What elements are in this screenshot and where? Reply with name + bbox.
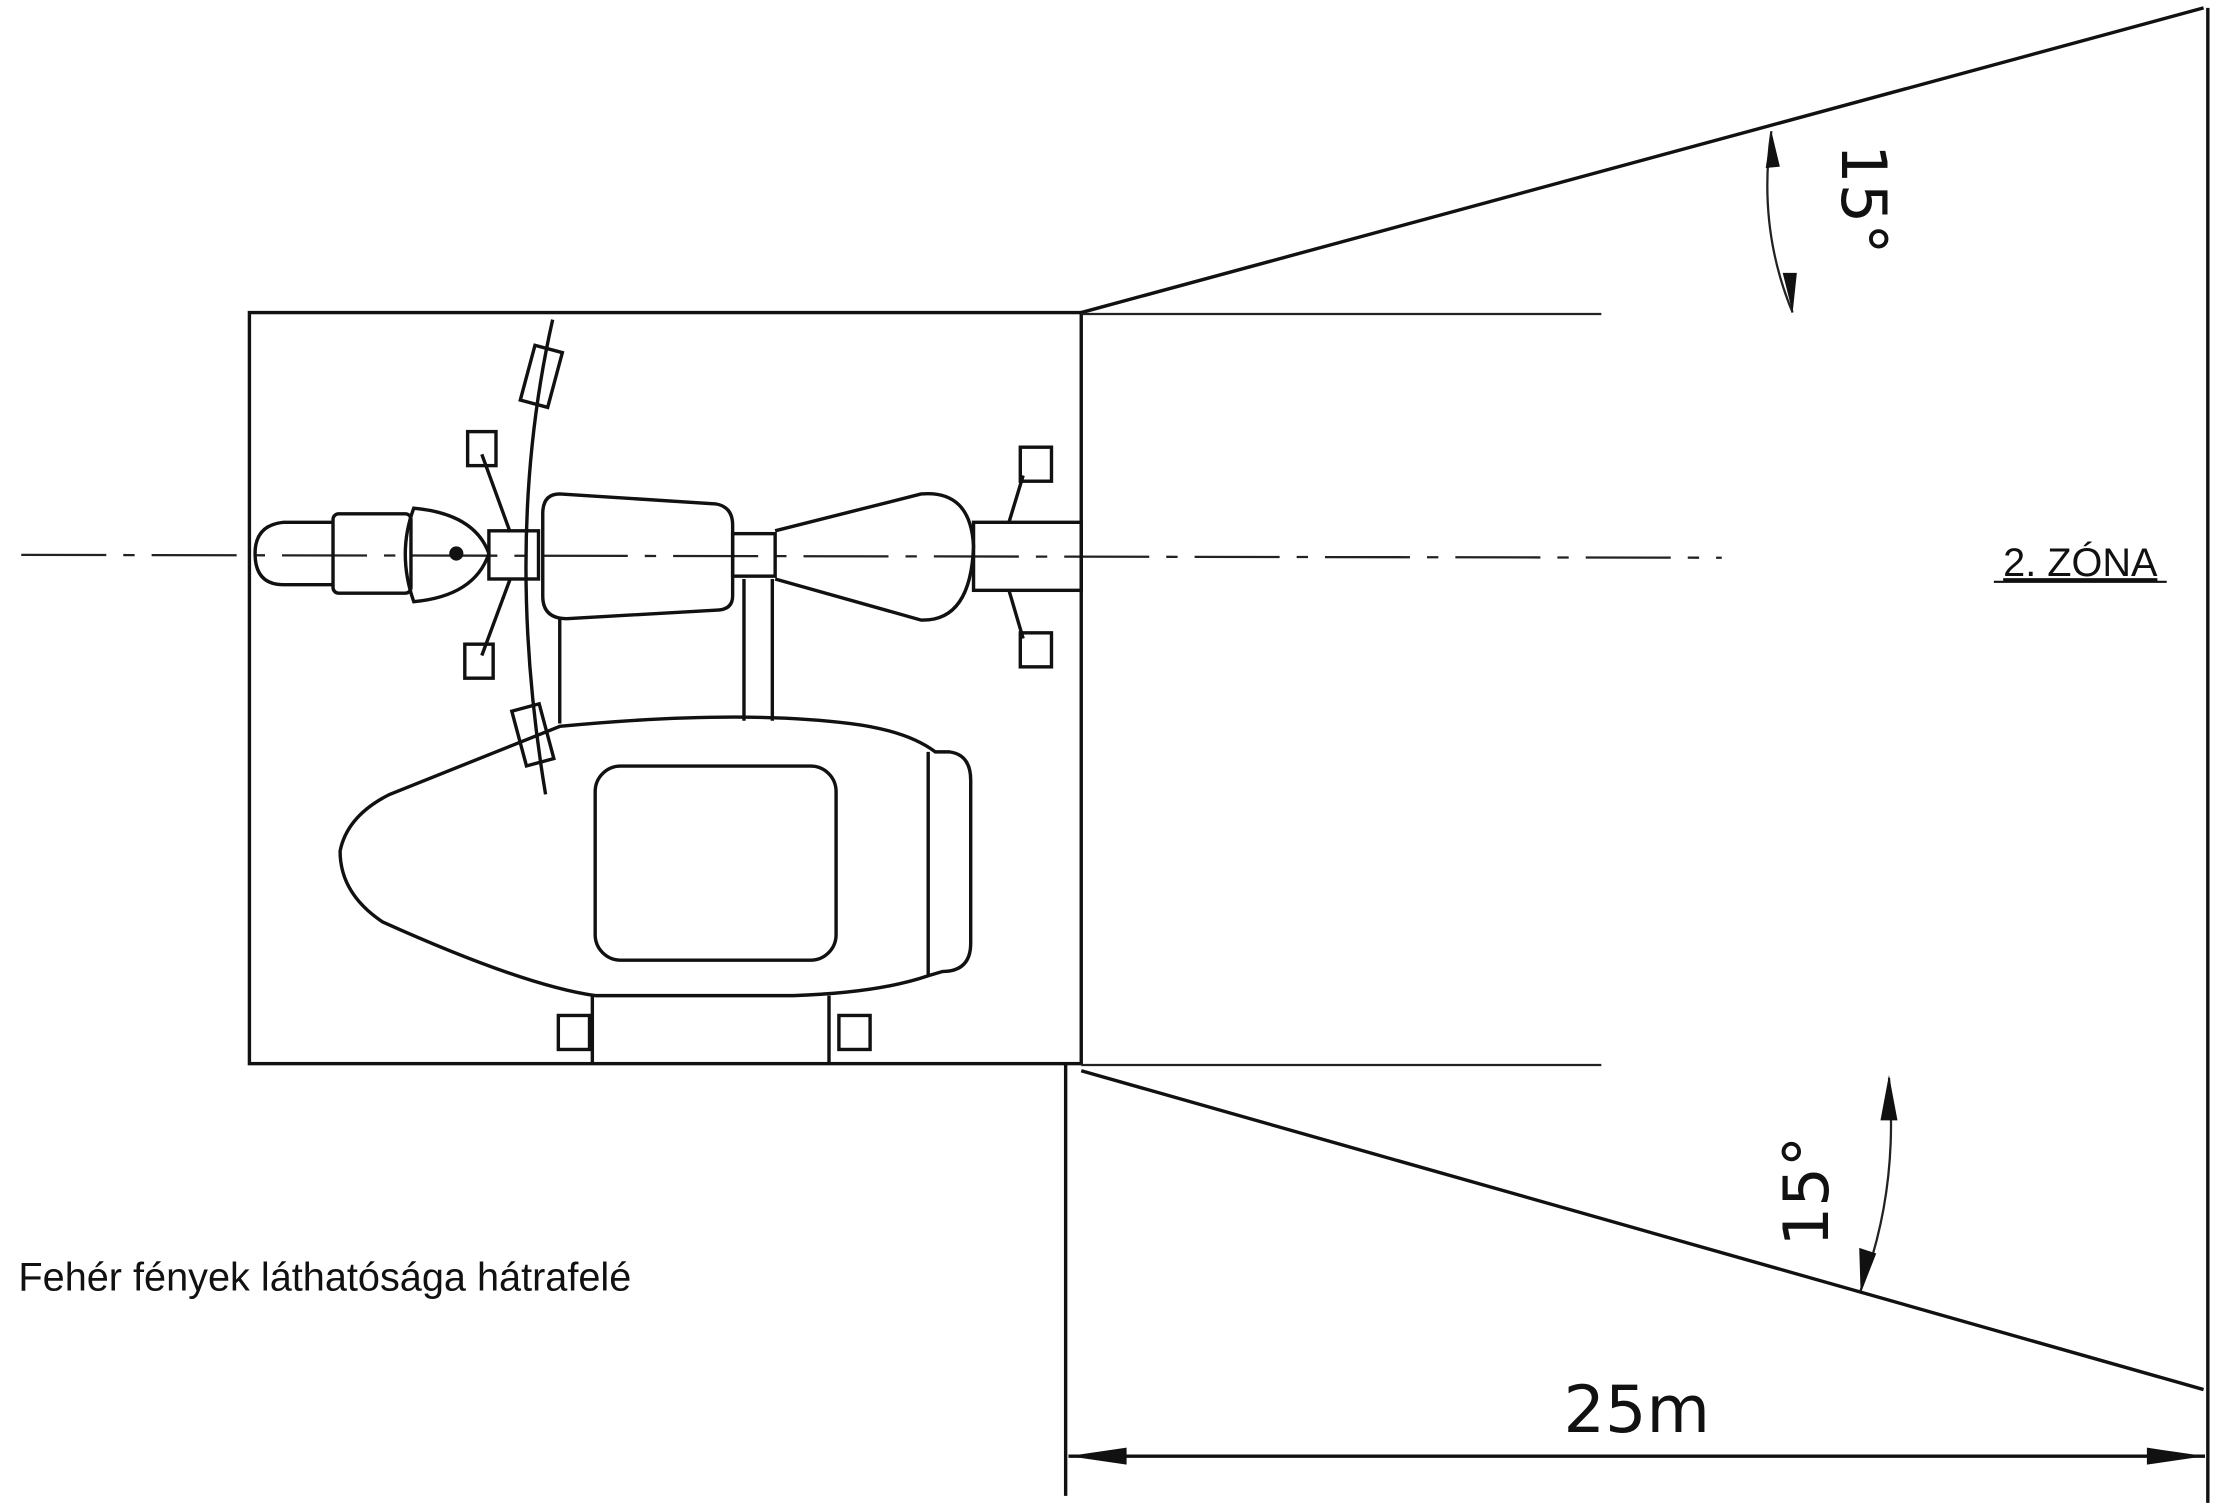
motorcycle-drawing (253, 319, 1083, 795)
zone-label: 2. ZÓNA (2003, 541, 2158, 585)
zone-bottom-boundary (1080, 1069, 2205, 1392)
arrow-up-icon (1880, 1074, 1898, 1121)
angle-label-top: 15° (1827, 144, 1900, 255)
distance-label: 25m (1564, 1372, 1710, 1448)
arrow-up-icon (1765, 131, 1780, 169)
angle-label-bottom: 15° (1770, 1136, 1843, 1247)
sidecar-drawing (338, 715, 973, 1064)
diagram-caption: Fehér fények láthatósága hátrafelé (18, 1255, 631, 1299)
centerline (21, 553, 1722, 559)
arrow-down-icon (1782, 272, 1797, 313)
arrow-left-icon (1068, 1447, 1127, 1465)
arrow-down-icon (1859, 1247, 1877, 1294)
zone-top-boundary (1080, 6, 2205, 315)
vehicle-outline-box (247, 310, 1083, 1066)
arrow-right-icon (2146, 1447, 2205, 1465)
